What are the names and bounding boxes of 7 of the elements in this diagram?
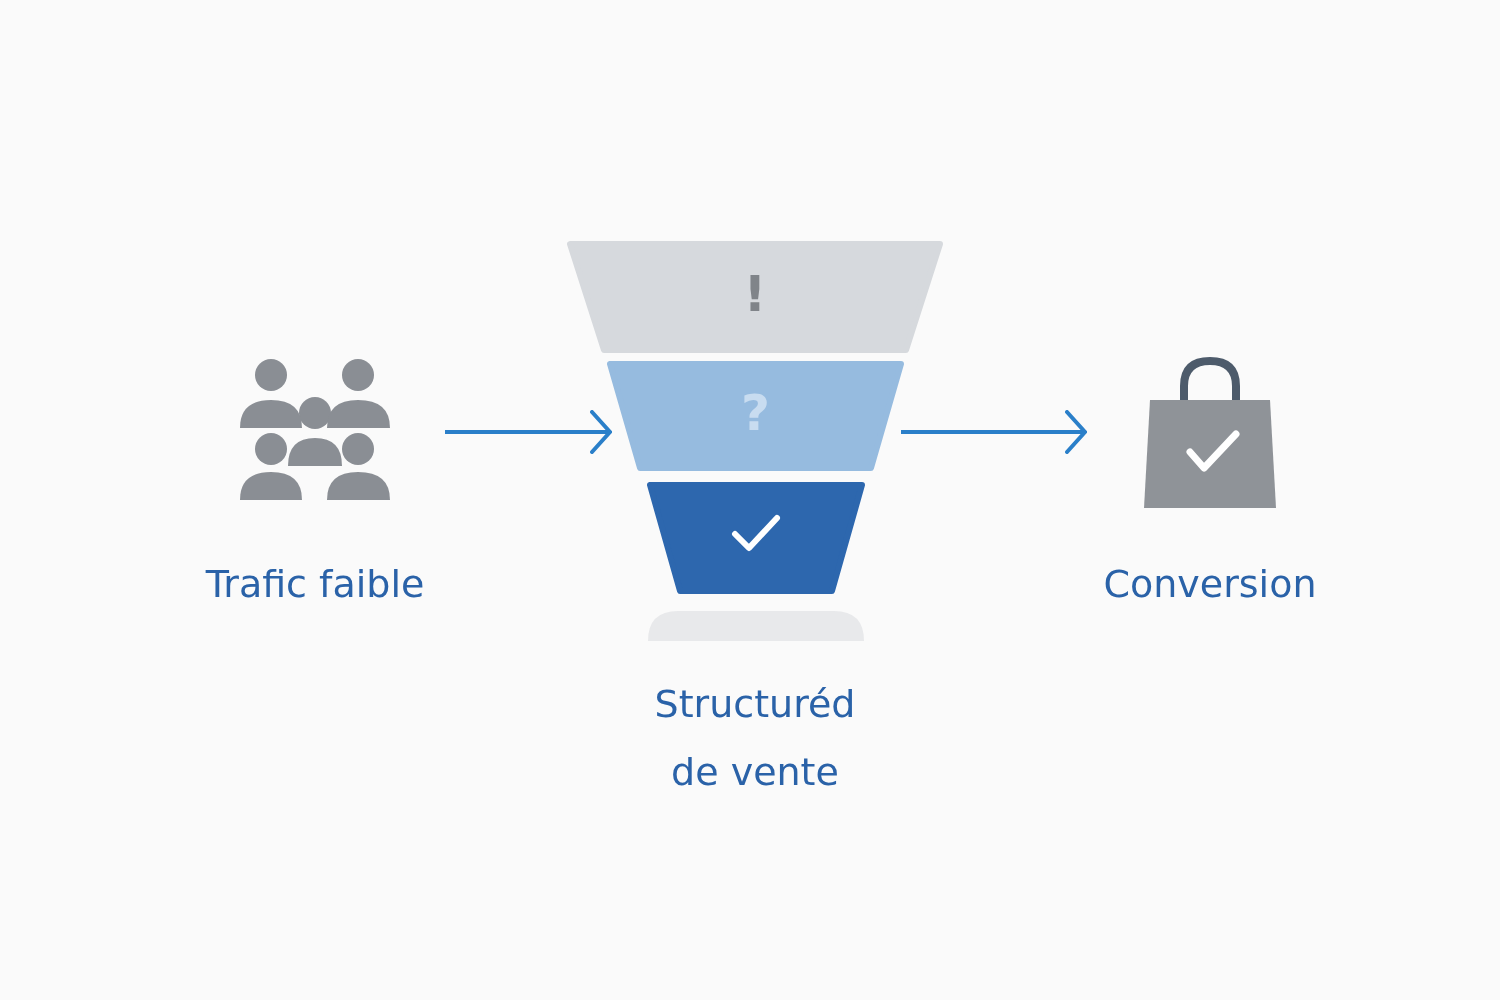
node-label: Conversion	[1102, 561, 1318, 608]
arrow	[445, 410, 612, 454]
band-symbol: ?	[740, 384, 771, 442]
band-symbol: !	[742, 265, 768, 323]
funnel-label: Structuréd de vente	[653, 681, 857, 796]
node-label: Trafic faible	[204, 561, 426, 608]
arrow	[901, 410, 1087, 454]
